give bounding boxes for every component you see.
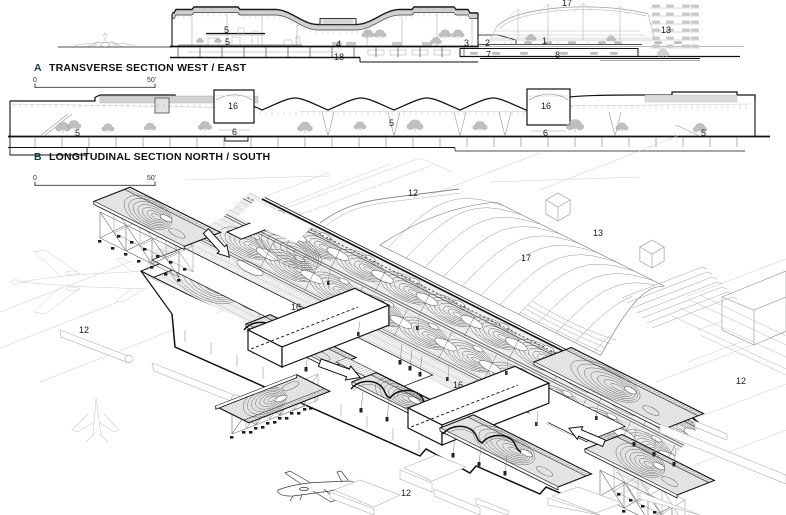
svg-text:16: 16 (453, 380, 463, 390)
svg-text:0: 0 (33, 77, 37, 84)
svg-text:50’: 50’ (147, 77, 157, 84)
svg-text:5: 5 (389, 118, 394, 128)
svg-text:5: 5 (701, 128, 706, 138)
svg-text:16: 16 (228, 101, 238, 111)
svg-text:8: 8 (555, 50, 560, 60)
svg-text:12: 12 (408, 188, 418, 198)
svg-text:5: 5 (224, 25, 229, 35)
svg-text:16: 16 (291, 302, 301, 312)
svg-text:1: 1 (542, 36, 547, 46)
svg-text:17: 17 (521, 253, 531, 263)
svg-text:7: 7 (486, 50, 491, 60)
svg-text:A: A (34, 62, 42, 74)
svg-text:12: 12 (401, 488, 411, 498)
svg-text:3: 3 (464, 38, 469, 48)
svg-text:LONGITUDINAL SECTION NORTH / S: LONGITUDINAL SECTION NORTH / SOUTH (49, 151, 270, 163)
svg-text:5: 5 (75, 128, 80, 138)
svg-text:2: 2 (485, 38, 490, 48)
svg-text:17: 17 (562, 0, 572, 8)
svg-text:18: 18 (334, 52, 344, 62)
svg-text:6: 6 (232, 127, 237, 137)
svg-text:50’: 50’ (147, 175, 157, 182)
svg-text:B: B (34, 151, 42, 163)
svg-text:TRANSVERSE SECTION WEST / EAST: TRANSVERSE SECTION WEST / EAST (49, 62, 247, 74)
svg-text:13: 13 (661, 25, 671, 35)
svg-text:12: 12 (79, 325, 89, 335)
svg-text:6: 6 (543, 128, 548, 138)
svg-text:0: 0 (33, 175, 37, 182)
svg-text:13: 13 (593, 228, 603, 238)
svg-text:4: 4 (336, 39, 341, 49)
svg-text:16: 16 (541, 101, 551, 111)
svg-text:12: 12 (736, 376, 746, 386)
svg-text:5: 5 (225, 37, 230, 47)
